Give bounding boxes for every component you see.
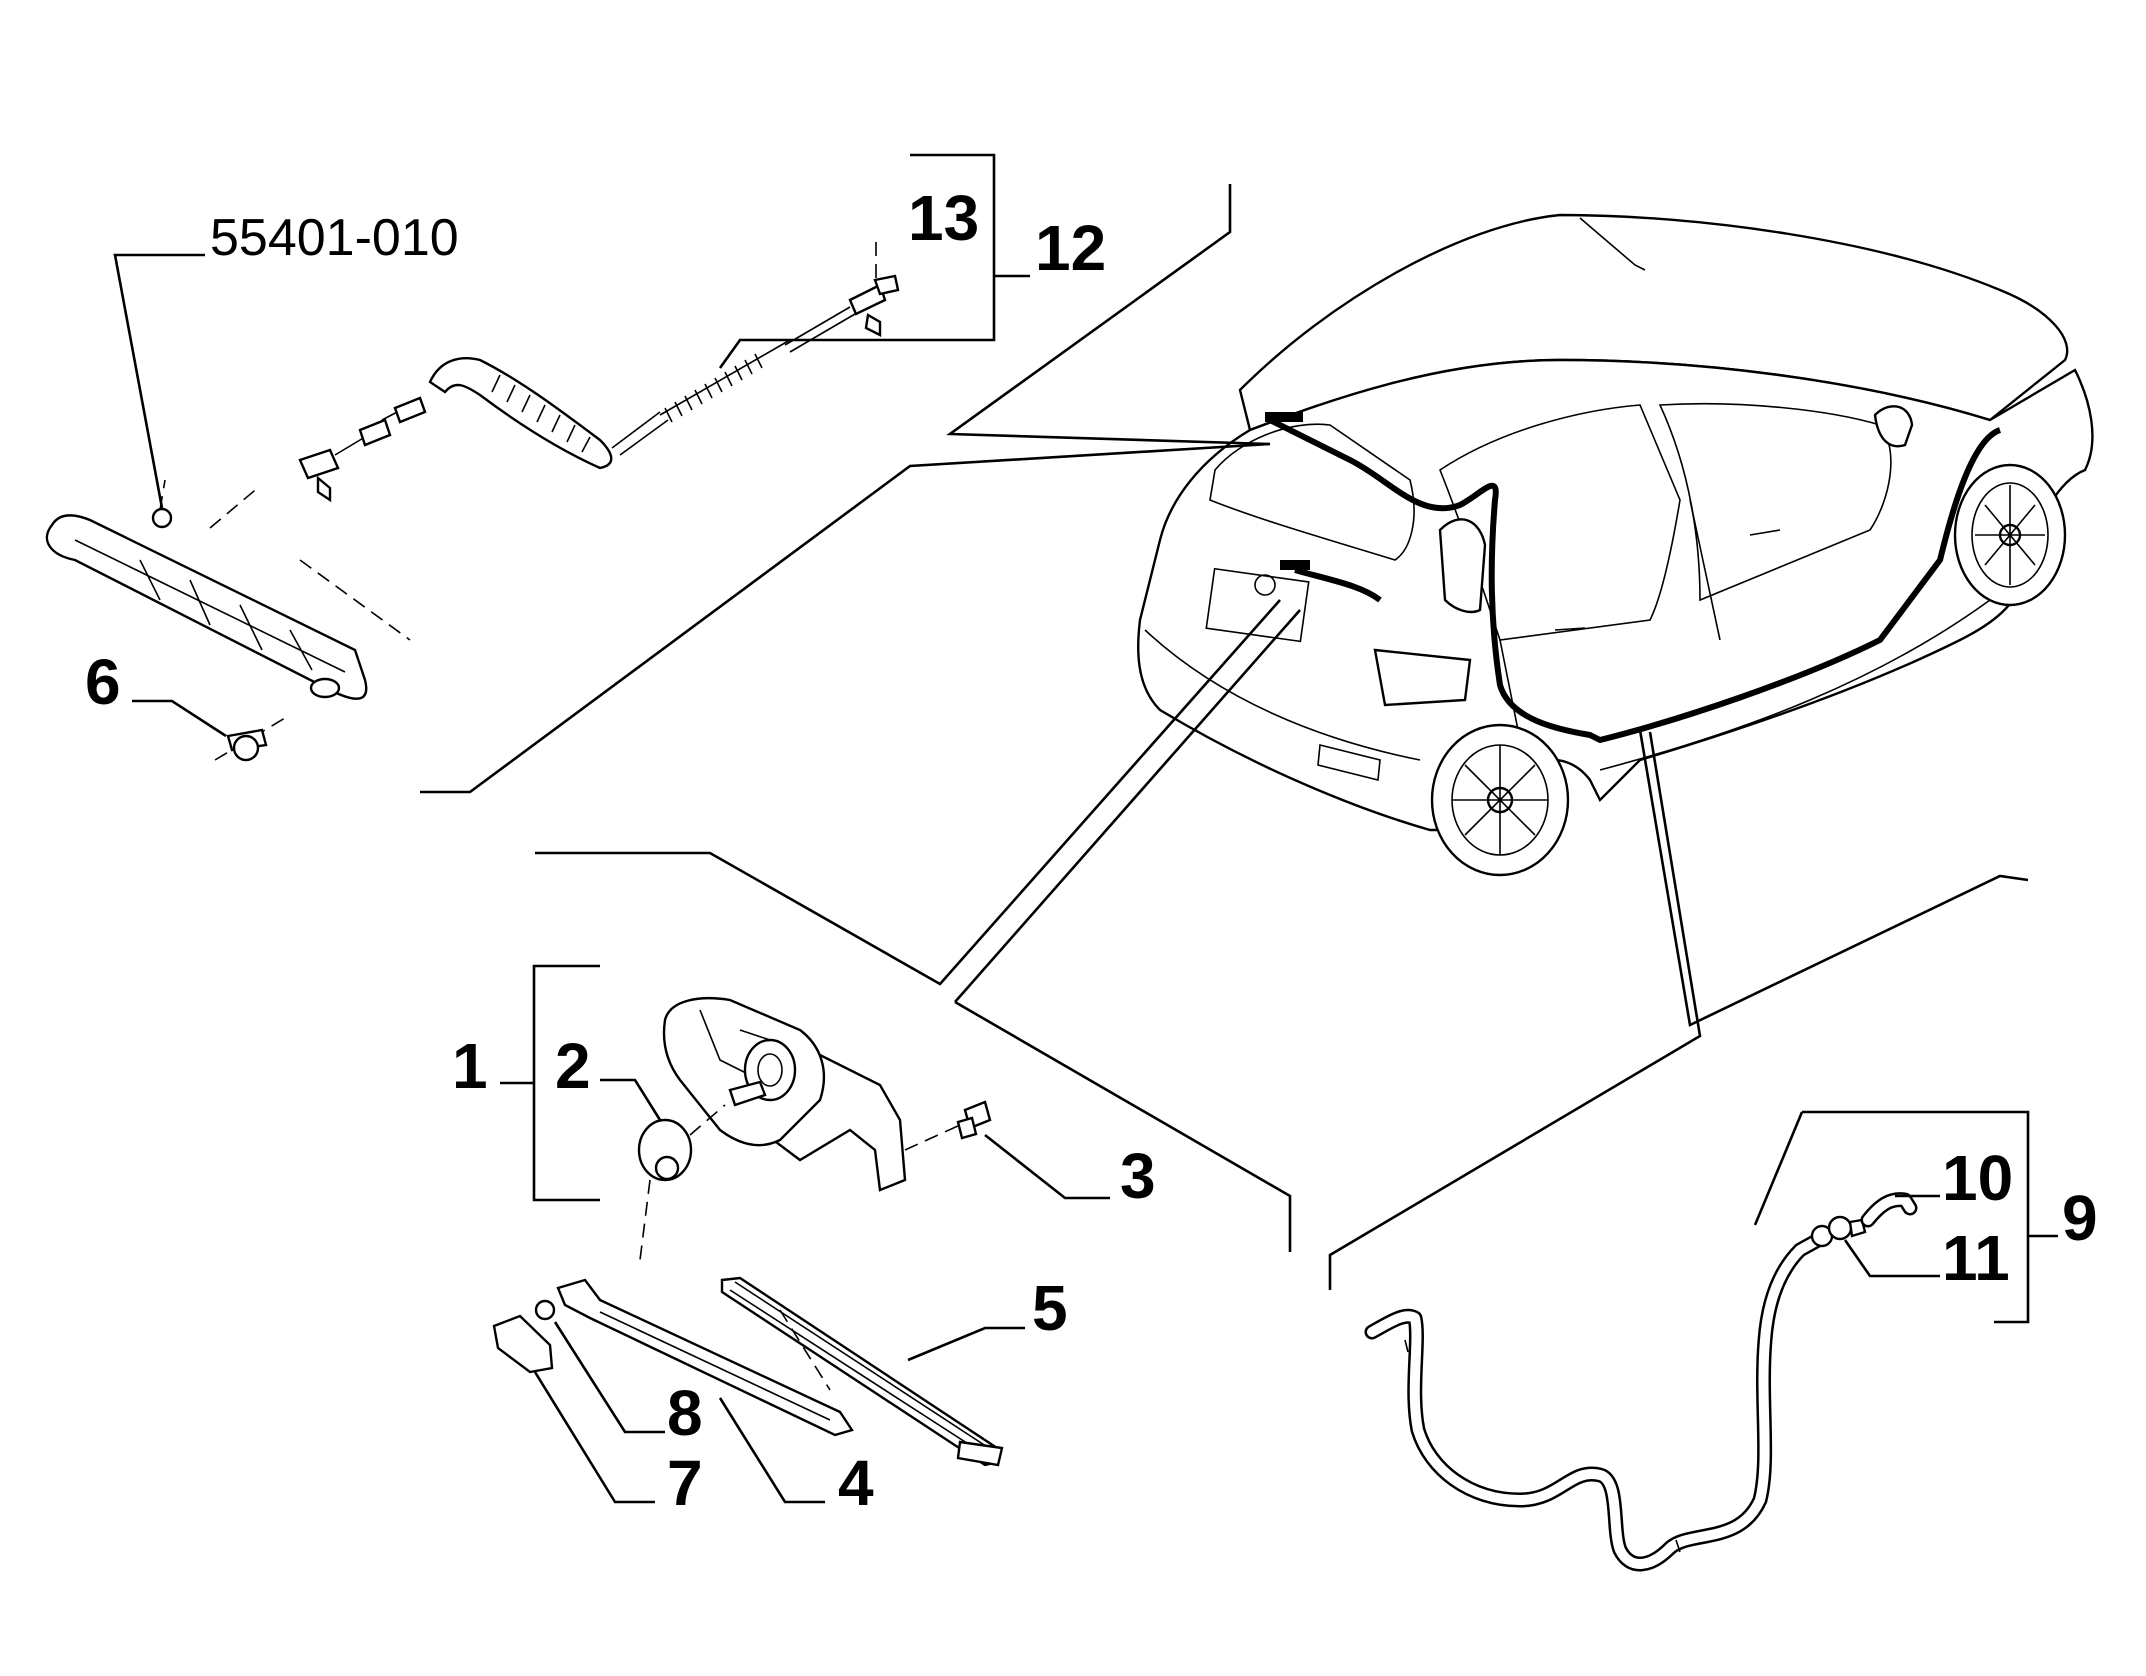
callout-9: 9 bbox=[2062, 1182, 2098, 1254]
callout-8: 8 bbox=[667, 1377, 703, 1449]
callout-11: 11 bbox=[1942, 1222, 2010, 1294]
wiper-motor-assembly bbox=[637, 997, 992, 1261]
callout-1: 1 bbox=[452, 1030, 488, 1102]
callout-10: 10 bbox=[1942, 1142, 2013, 1214]
reference-code-label: 55401-010 bbox=[210, 209, 459, 267]
callout-6: 6 bbox=[85, 646, 121, 718]
callout-4: 4 bbox=[838, 1447, 874, 1519]
car-illustration bbox=[1137, 213, 2094, 877]
callout-3: 3 bbox=[1120, 1140, 1156, 1212]
brake-lamp-assembly bbox=[45, 479, 411, 762]
connector-lines bbox=[420, 184, 2029, 1290]
washer-hose-assembly bbox=[1364, 1192, 1918, 1572]
spoiler-hose-assembly bbox=[298, 238, 900, 503]
callout-13: 13 bbox=[908, 182, 979, 254]
callout-12: 12 bbox=[1035, 212, 1106, 284]
callout-7: 7 bbox=[667, 1447, 703, 1519]
callout-5: 5 bbox=[1032, 1272, 1068, 1344]
callout-leaders bbox=[113, 153, 2058, 1504]
callout-labels: 55401-010 13 12 6 1 2 3 5 8 4 7 10 11 9 bbox=[85, 182, 2098, 1519]
wiper-arm-and-blade bbox=[492, 1276, 1004, 1467]
callout-2: 2 bbox=[555, 1030, 591, 1102]
